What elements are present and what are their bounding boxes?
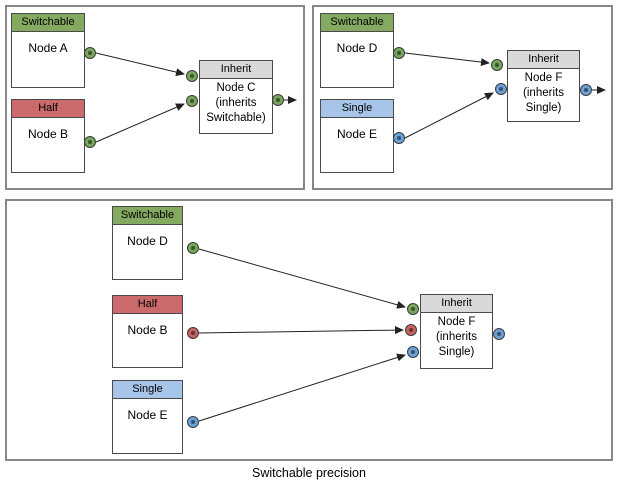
node-f-bottom-type-header: Inherit <box>421 295 492 313</box>
node-d-label: Node D <box>336 41 378 55</box>
node-e-bottom-type-header: Single <box>113 381 182 399</box>
node-b: Half Node B <box>11 99 85 173</box>
node-c-label: Node C (inherits Switchable) <box>206 82 266 124</box>
node-d-bottom: Switchable Node D <box>112 206 183 280</box>
node-b-bottom: Half Node B <box>112 295 183 368</box>
node-d-bottom-type-header: Switchable <box>113 207 182 225</box>
port-node-f-bottom-input1-green <box>407 303 419 315</box>
port-node-b-output-green <box>84 136 96 148</box>
node-d-type-header: Switchable <box>321 14 393 32</box>
port-node-e-bottom-output-blue <box>187 416 199 428</box>
node-a-label: Node A <box>28 41 68 55</box>
figure-caption: Switchable precision <box>252 466 366 480</box>
node-b-bottom-label: Node B <box>127 323 168 337</box>
node-e-bottom: Single Node E <box>112 380 183 454</box>
port-node-f-output-blue <box>580 84 592 96</box>
node-e-label: Node E <box>336 127 378 141</box>
node-f: Inherit Node F (inherits Single) <box>507 50 580 122</box>
port-node-c-input2-green <box>186 95 198 107</box>
port-node-f-input2-blue <box>495 83 507 95</box>
node-f-type-header: Inherit <box>508 51 579 69</box>
port-node-b-bottom-output-red <box>187 327 199 339</box>
node-d: Switchable Node D <box>320 13 394 88</box>
node-c: Inherit Node C (inherits Switchable) <box>199 60 273 134</box>
node-b-type-header: Half <box>12 100 84 118</box>
port-node-d-bottom-output-green <box>187 242 199 254</box>
port-node-a-output-green <box>84 47 96 59</box>
node-e: Single Node E <box>320 99 394 173</box>
port-node-f-input1-green <box>491 59 503 71</box>
panel-bottom <box>5 199 613 461</box>
port-node-c-input1-green <box>186 70 198 82</box>
node-b-label: Node B <box>27 127 69 141</box>
port-node-f-bottom-input3-blue <box>407 346 419 358</box>
port-node-c-output-green <box>272 94 284 106</box>
port-node-e-output-blue <box>393 132 405 144</box>
node-c-type-header: Inherit <box>200 61 272 79</box>
node-e-type-header: Single <box>321 100 393 118</box>
port-node-f-bottom-input2-red <box>405 324 417 336</box>
node-a-type-header: Switchable <box>12 14 84 32</box>
node-f-label: Node F (inherits Single) <box>523 72 564 114</box>
node-b-bottom-type-header: Half <box>113 296 182 314</box>
node-f-bottom-label: Node F (inherits Single) <box>436 316 477 358</box>
port-node-f-bottom-output-blue <box>493 328 505 340</box>
node-f-bottom: Inherit Node F (inherits Single) <box>420 294 493 369</box>
node-e-bottom-label: Node E <box>127 408 168 422</box>
port-node-d-output-green <box>393 47 405 59</box>
node-a: Switchable Node A <box>11 13 85 88</box>
node-d-bottom-label: Node D <box>127 234 168 248</box>
